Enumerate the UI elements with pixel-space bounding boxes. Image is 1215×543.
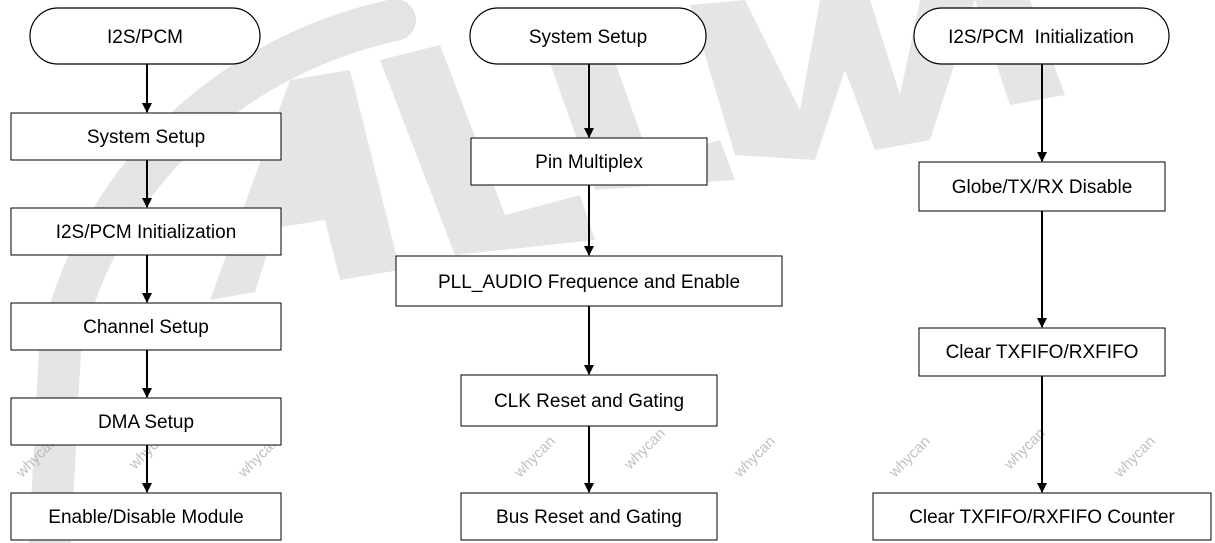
process-box (460, 374, 718, 427)
flowchart-io2s-overview: I2S/PCM System Setup I2S/PCM Initializat… (10, 7, 282, 541)
process-box-label: Clear TXFIFO/RXFIFO (946, 342, 1139, 363)
process-box (470, 137, 708, 186)
process-box-label: CLK Reset and Gating (494, 391, 684, 412)
process-box-label: Enable/Disable Module (48, 507, 243, 528)
process-box-label: I2S/PCM Initialization (56, 222, 237, 243)
start-terminal (29, 7, 261, 65)
flowchart-i2s-pcm-initialization: I2S/PCM Initialization Globe/TX/RX Disab… (872, 7, 1212, 541)
process-box (10, 302, 282, 351)
process-box-label: Bus Reset and Gating (496, 507, 682, 528)
start-terminal-label: I2S/PCM (107, 27, 183, 48)
process-box (10, 112, 282, 161)
flowchart-system-setup: System Setup Pin Multiplex PLL_AUDIO Fre… (395, 7, 783, 541)
whycan-watermark: whycan (730, 433, 779, 482)
process-box-label: Globe/TX/RX Disable (952, 177, 1133, 198)
whycan-watermark: whycan (620, 425, 669, 474)
start-terminal-label: I2S/PCM Initialization (948, 27, 1134, 48)
process-box (10, 397, 282, 446)
process-box (918, 327, 1166, 377)
process-box-label: PLL_AUDIO Frequence and Enable (438, 272, 740, 293)
process-box-label: Channel Setup (83, 317, 209, 338)
whycan-watermark: whycan (510, 433, 559, 482)
start-terminal-label: System Setup (529, 27, 647, 48)
process-box-label: Pin Multiplex (535, 152, 643, 173)
process-box (460, 492, 718, 541)
process-box (10, 207, 282, 256)
whycan-watermark: whycan (1110, 433, 1159, 482)
process-box-label: DMA Setup (98, 412, 194, 433)
process-box (872, 492, 1212, 541)
process-box-label: System Setup (87, 127, 205, 148)
process-box (10, 492, 282, 541)
process-box (918, 161, 1166, 212)
process-box-label: Clear TXFIFO/RXFIFO Counter (909, 507, 1175, 528)
process-box (395, 255, 783, 307)
whycan-watermark: whycan (885, 433, 934, 482)
